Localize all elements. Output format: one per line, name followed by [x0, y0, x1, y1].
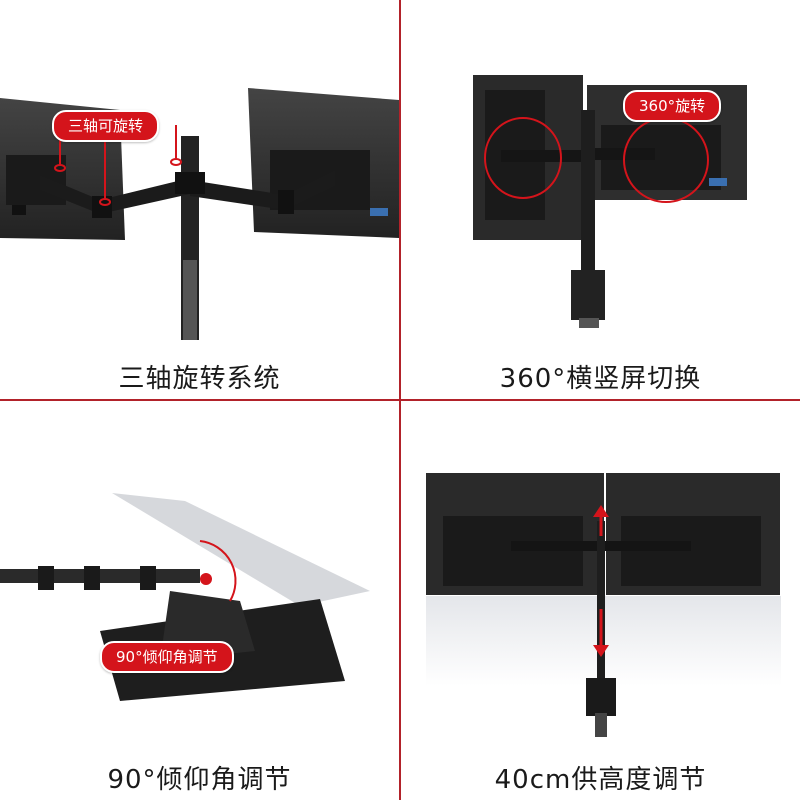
- tilting-monitor-image: [0, 493, 370, 701]
- panel-tilt-adjustment: 90°倾仰角调节 90°倾仰角调节: [0, 401, 399, 800]
- panel-caption: 360°横竖屏切换: [499, 364, 702, 394]
- three-axis-rotatable-tag: 三轴可旋转: [52, 110, 160, 142]
- panel-portrait-landscape-switch: 360°旋转 360°横竖屏切换: [401, 0, 800, 399]
- panel-height-adjustment: 40cm供高度调节: [401, 401, 800, 800]
- panel-caption: 90°倾仰角调节: [107, 765, 292, 795]
- panel-caption: 40cm供高度调节: [494, 765, 707, 795]
- horizontal-divider: [0, 399, 800, 401]
- tilt-90-tag: 90°倾仰角调节: [100, 641, 234, 673]
- panel-caption: 三轴旋转系统: [118, 364, 281, 394]
- panel-three-axis-rotation: 三轴可旋转 三轴旋转系统: [0, 0, 399, 399]
- dual-monitor-arm-image: [0, 88, 399, 340]
- rotation-360-tag: 360°旋转: [623, 90, 722, 122]
- height-adjust-image: [426, 473, 781, 737]
- rotating-monitor-image: [473, 75, 747, 328]
